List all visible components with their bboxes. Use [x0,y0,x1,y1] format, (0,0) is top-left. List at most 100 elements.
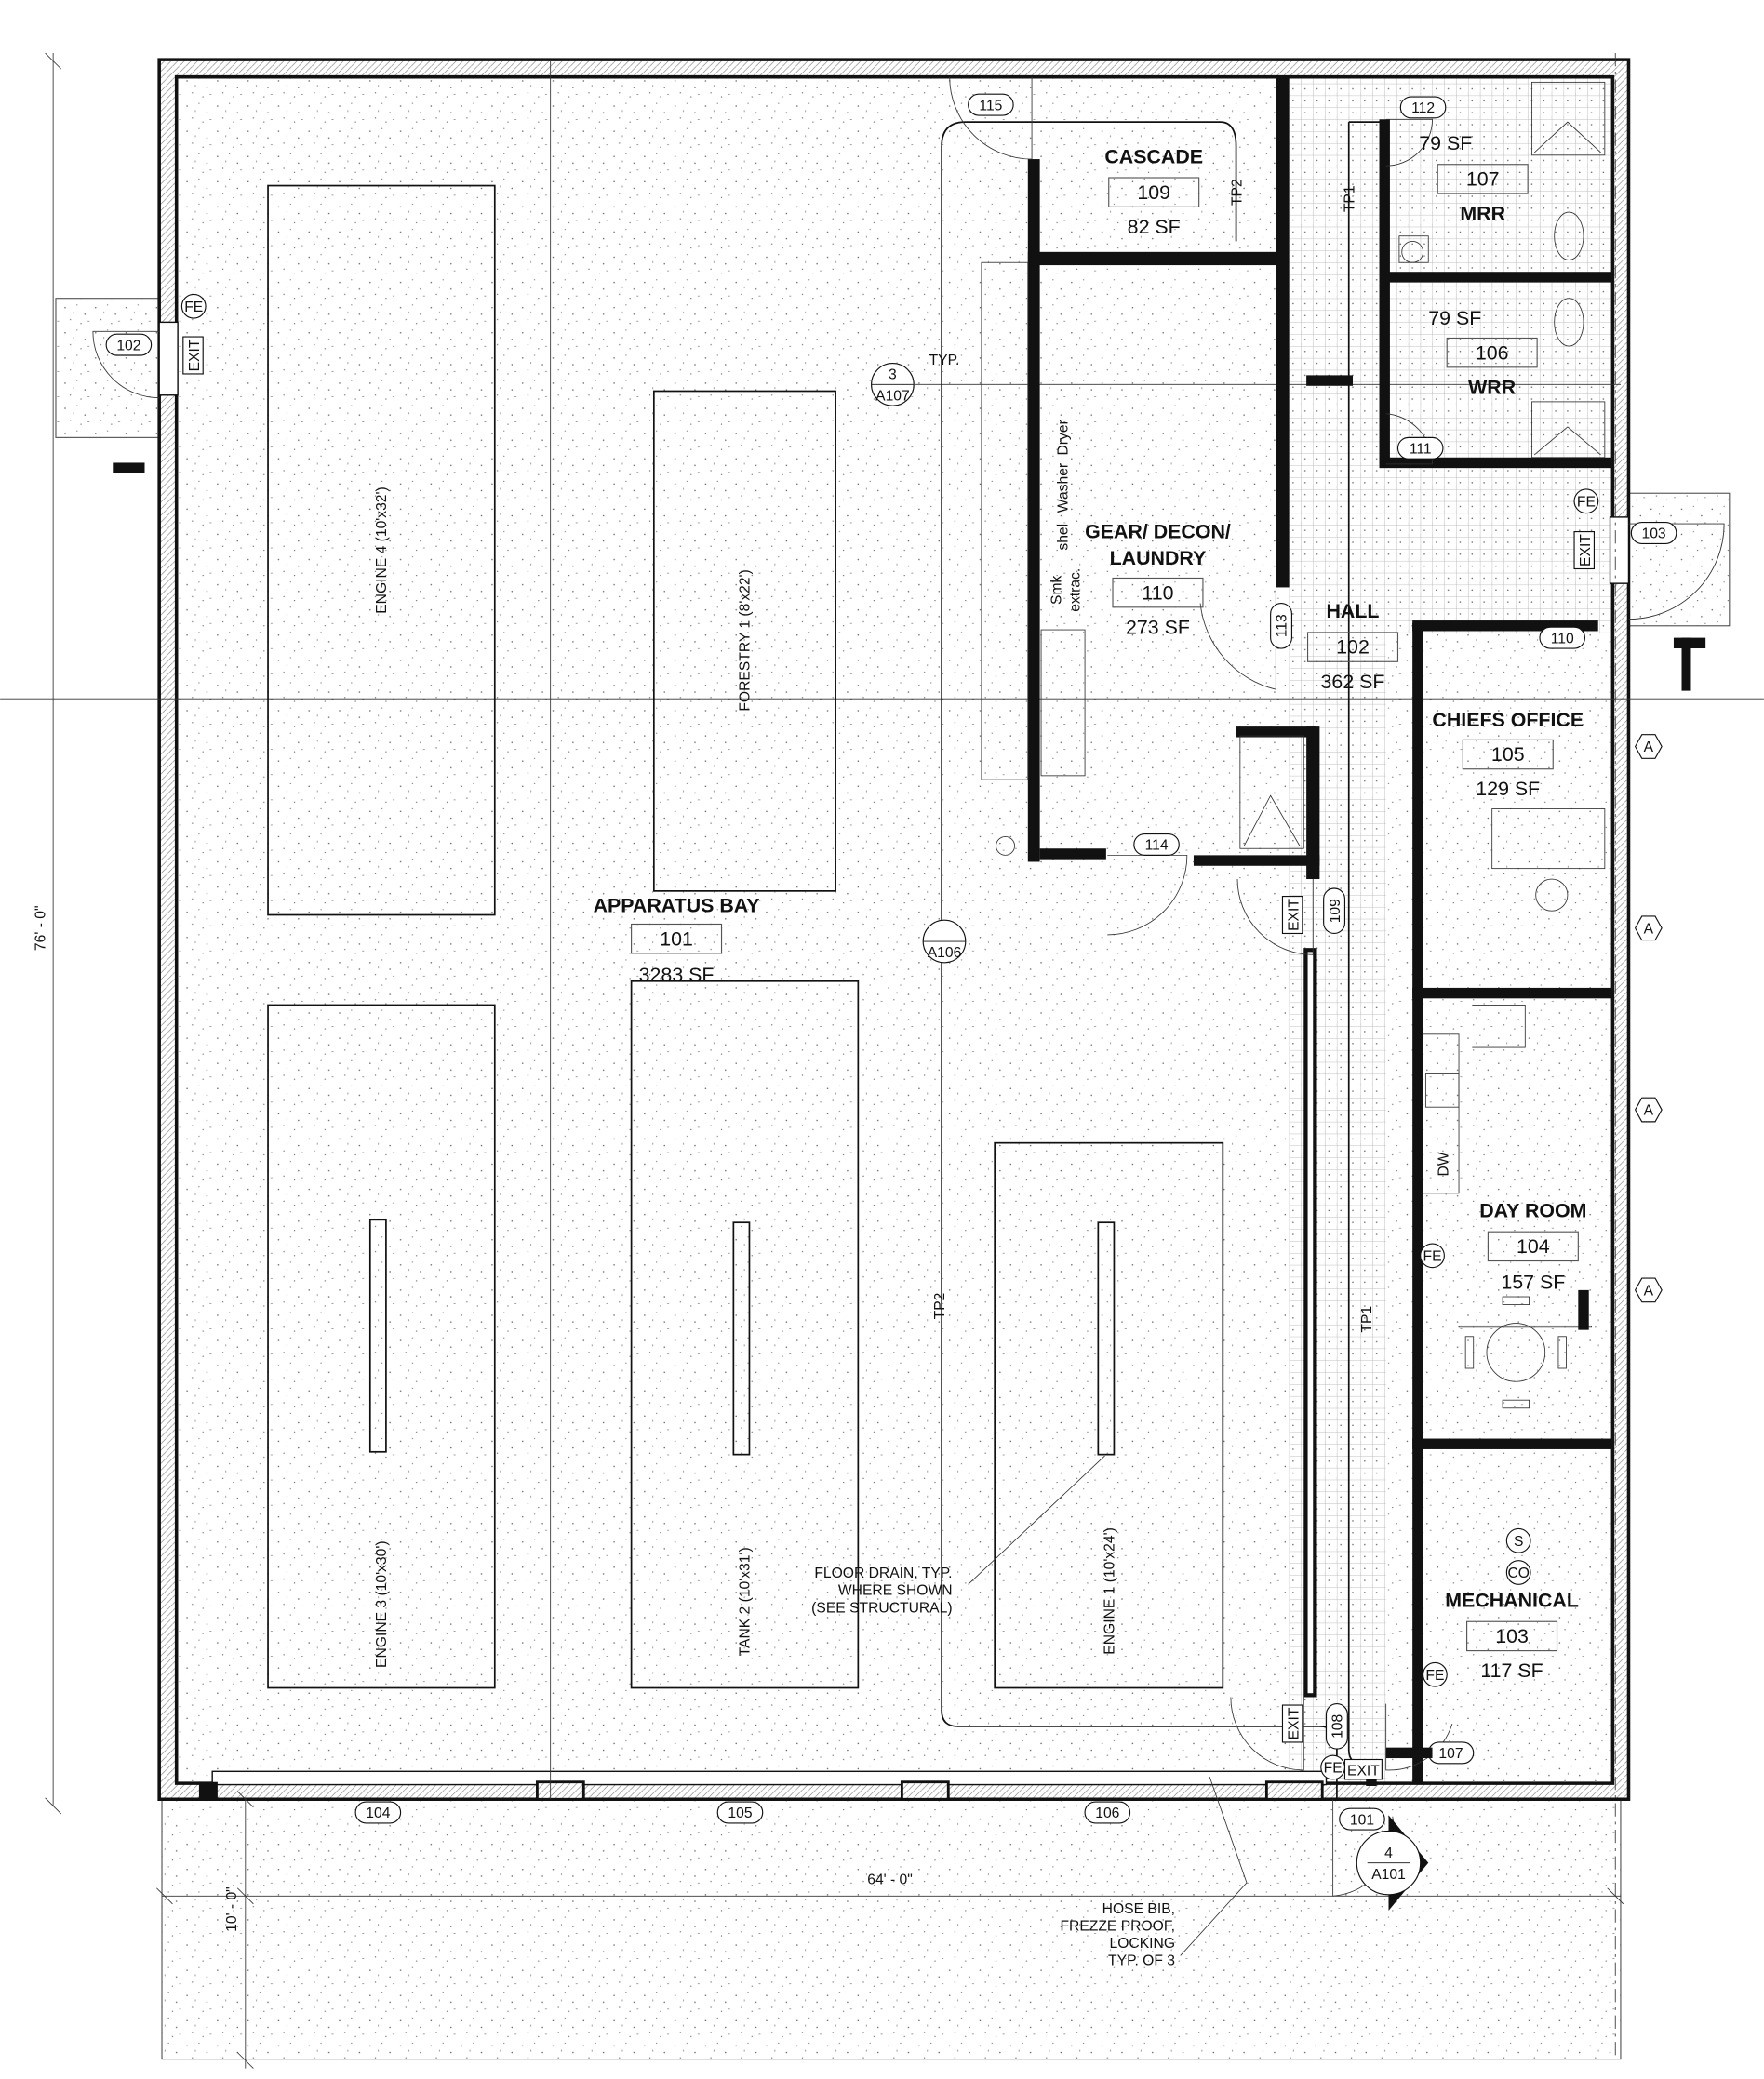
tp2-label: TP2 [932,1293,948,1320]
room-number: 106 [1476,341,1509,364]
door-tag-114: 114 [1133,833,1180,856]
svg-text:EXIT: EXIT [1578,534,1594,566]
room-name: HALL [1327,600,1380,622]
svg-text:3: 3 [889,367,897,383]
door-tag-103: 103 [1630,522,1677,544]
svg-text:112: 112 [1411,100,1435,116]
s-detector-symbol: S [1505,1527,1531,1553]
dw-label: DW [1437,1152,1452,1176]
door-tag-115: 115 [968,93,1014,116]
shelf-label: shel [1056,524,1072,551]
svg-text:103: 103 [1642,526,1666,542]
vehicle-label: ENGINE 1 (10'x24') [1102,1527,1117,1654]
svg-text:4: 4 [1384,1846,1393,1861]
room-area: 129 SF [1476,778,1540,800]
door-tag-101: 101 [1339,1807,1385,1831]
svg-text:CO: CO [1507,1566,1529,1581]
fixtures [981,81,1606,1409]
room-number-box [631,923,723,954]
door-tag-107: 107 [1427,1741,1475,1765]
fire-extinguisher-symbol: FE [1422,1661,1448,1687]
svg-text:110: 110 [1551,631,1574,646]
wall-marker [1681,637,1691,691]
svg-text:HOSE BIB,: HOSE BIB, [1102,1901,1175,1917]
vehicle-engine-3 [267,1004,496,1689]
room-number-box [1462,739,1554,770]
room-name: MECHANICAL [1445,1590,1579,1612]
door-tag-105: 105 [716,1801,764,1824]
room-number-box [1466,1620,1558,1652]
fire-extinguisher-symbol: FE [1320,1754,1346,1780]
vehicle-forestry-1 [652,390,836,892]
wall-marker [1306,375,1354,386]
room-number-box [1446,337,1538,368]
dimension-apron: 10' - 0" [224,1886,240,1932]
exterior-walls [157,58,1631,1802]
vehicle-label: ENGINE 4 (10'x32') [374,486,390,614]
fire-extinguisher-symbol: FE [1420,1243,1445,1269]
svg-text:A: A [1644,921,1654,937]
left-stoop [55,298,160,438]
room-area: 362 SF [1321,671,1385,693]
elevation-tag: A [1634,734,1663,759]
vehicle-label: TANK 2 (10'x31') [737,1547,753,1656]
room-name: LAUNDRY [1110,547,1207,569]
room-number: 105 [1491,743,1525,766]
room-area: 79 SF [1419,132,1472,154]
interior-walls [1027,76,1613,1786]
svg-text:108: 108 [1330,1713,1346,1738]
floor-drain-note: FLOOR DRAIN, TYP. WHERE SHOWN (SEE STRUC… [811,1566,952,1616]
svg-text:LOCKING: LOCKING [1110,1936,1175,1952]
room-name: MRR [1460,203,1505,225]
svg-text:EXIT: EXIT [1347,1764,1380,1779]
svg-text:A: A [1644,1284,1654,1299]
svg-text:A107: A107 [875,388,910,404]
svg-text:FE: FE [1423,1249,1442,1265]
svg-text:102: 102 [116,338,140,353]
door-tag-106: 106 [1084,1801,1131,1824]
room-name: CHIEFS OFFICE [1432,709,1584,731]
svg-text:113: 113 [1275,614,1290,637]
vehicle-label: ENGINE 3 (10'x30') [374,1540,390,1667]
svg-text:FE: FE [184,300,203,315]
svg-text:(SEE STRUCTURAL): (SEE STRUCTURAL) [811,1600,952,1616]
room-number: 103 [1495,1625,1529,1647]
svg-text:105: 105 [728,1806,752,1821]
vehicle-engine-4 [267,184,496,916]
svg-text:A106: A106 [928,945,962,961]
tp2-label: TP2 [1229,179,1245,206]
vehicle-engine-1 [994,1141,1224,1689]
svg-text:WHERE SHOWN: WHERE SHOWN [838,1583,953,1599]
svg-text:A101: A101 [1371,1867,1406,1883]
elevation-tag: A [1634,1277,1663,1303]
room-number: 101 [660,927,693,950]
room-number-box [1112,577,1204,608]
fire-extinguisher-symbol: FE [180,293,207,319]
room-name: GEAR/ DECON/ [1085,521,1231,543]
exit-sign: EXIT [182,336,204,375]
typ-label: TYP. [929,353,960,368]
symbols: EXITEXITEXITEXITEXITFEFEFEFEFEAAAA3A107A… [113,293,1706,1911]
room-number-box [1437,164,1529,194]
vehicle-outlines [267,184,1248,1956]
co-detector-symbol: CO [1505,1560,1531,1585]
exit-sign: EXIT [1343,1758,1383,1780]
floor-drain [1097,1221,1116,1456]
wall-marker [1385,1747,1433,1759]
svg-text:A: A [1644,1103,1654,1119]
elevation-tag: A [1634,1097,1663,1123]
svg-text:FE: FE [1577,494,1596,510]
room-area: 157 SF [1501,1271,1565,1293]
svg-text:107: 107 [1438,1746,1463,1762]
fire-extinguisher-symbol: FE [1573,488,1599,514]
tp1-label: TP1 [1342,185,1357,212]
door-tag-110: 110 [1539,626,1586,649]
hose-bib-note: HOSE BIB, FREZZE PROOF, LOCKING TYP. OF … [1060,1901,1175,1969]
svg-text:TYP. OF 3: TYP. OF 3 [1108,1952,1175,1968]
svg-text:EXIT: EXIT [1287,1707,1303,1739]
svg-text:S: S [1514,1534,1523,1550]
